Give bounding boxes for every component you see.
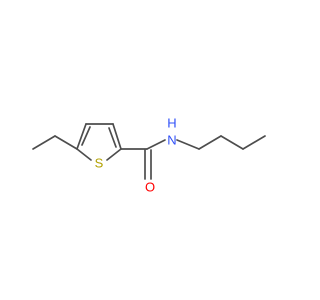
oxygen-atom-label: O [145,180,155,195]
bond-nitrogen-c1 [176,139,200,150]
bond-c3-c4 [242,135,266,150]
bond-s-c5 [76,148,92,161]
bond-ethyl-ch2-c5 [54,135,78,150]
bond-c3-c2-double [108,127,117,148]
molecule-structure: S O N H [32,116,266,195]
bond-c1-c2 [198,135,222,150]
bond-c3-c2 [112,123,122,150]
molecule-canvas: S O N H [32,116,266,195]
hydrogen-atom-label: H [167,116,176,131]
bond-c5-c4 [76,123,87,150]
nitrogen-atom-label: N [167,133,176,148]
sulfur-atom-label: S [95,156,104,171]
bond-c5-c4-double [81,126,91,146]
bond-c2-c3 [220,135,244,150]
bond-carbonyl-nitrogen [146,139,166,150]
bond-ethyl-ch3-ch2 [32,135,56,150]
bond-c2-s [106,148,122,161]
